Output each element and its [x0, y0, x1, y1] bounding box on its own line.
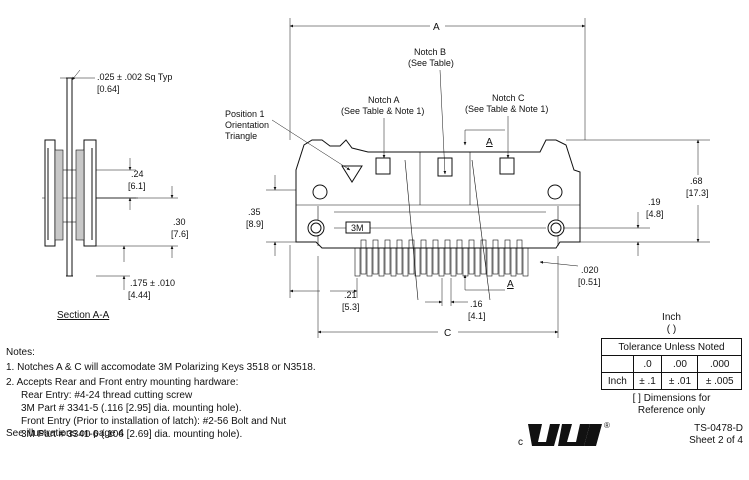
notch-a-note: (See Table & Note 1) — [341, 106, 424, 116]
sheet-number: Sheet 2 of 4 — [689, 435, 743, 446]
tolerance-corner — [601, 355, 634, 373]
dim-068-label: .68 — [690, 176, 703, 186]
note-rear-entry: Rear Entry: #4-24 thread cutting screw — [21, 390, 193, 401]
pin-size-mm: [0.64] — [97, 84, 120, 94]
notes-heading: Notes: — [6, 347, 35, 358]
tolerance-value: ± .005 — [697, 372, 742, 390]
pin-row — [354, 239, 529, 277]
dim-0020-mm: [0.51] — [578, 277, 601, 287]
tolerance-footnote: [ ] Dimensions for — [632, 393, 711, 404]
tolerance-block: Inch ( ) Tolerance Unless Noted .0 .00 .… — [601, 312, 742, 417]
ul-reg-mark: ® — [604, 421, 610, 430]
dim-068-mm: [17.3] — [686, 188, 709, 198]
notch-c-note: (See Table & Note 1) — [465, 104, 548, 114]
notch-c-label: Notch C — [492, 93, 525, 103]
ul-recognized-logo: c ® — [518, 421, 610, 448]
section-label: Section A-A — [57, 310, 110, 321]
dim-021-label: .21 — [344, 290, 357, 300]
front-view: A 3M — [225, 18, 710, 339]
note-2: 2. Accepts Rear and Front entry mounting… — [6, 377, 239, 388]
note-front-part: 3M Part # 3341-6 (.106 [2.69] dia. mount… — [21, 429, 243, 440]
notch-b-note: (See Table) — [408, 58, 454, 68]
tolerance-unit: Inch — [662, 312, 681, 323]
notes: Notes: 1. Notches A & C will accomodate … — [6, 346, 316, 441]
dim-0175-mm: [4.44] — [128, 290, 151, 300]
tolerance-title: Tolerance Unless Noted — [601, 338, 742, 356]
dim-030-mm: [7.6] — [171, 229, 189, 239]
position1-label-3: Triangle — [225, 131, 257, 141]
note-rear-part: 3M Part # 3341-5 (.116 [2.95] dia. mount… — [21, 403, 242, 414]
position1-label-2: Orientation — [225, 120, 269, 130]
dim-016-label: .16 — [470, 299, 483, 309]
tolerance-value: ± .01 — [661, 372, 699, 390]
tolerance-header: .000 — [697, 355, 742, 373]
document-number: TS-0478-D — [694, 423, 743, 434]
document-number-block: TS-0478-D Sheet 2 of 4 — [689, 423, 743, 447]
brand-mark: 3M — [351, 223, 364, 233]
tolerance-row-label: Inch — [601, 372, 634, 390]
tolerance-header: .00 — [661, 355, 699, 373]
see-illustrations: See illustrations on page 4 — [6, 428, 124, 439]
notch-b-label: Notch B — [414, 47, 446, 57]
dim-024-label: .24 — [131, 169, 144, 179]
tolerance-unit-paren: ( ) — [666, 324, 677, 335]
tolerance-header: .0 — [632, 355, 663, 373]
dim-0175-label: .175 ± .010 — [130, 278, 175, 288]
section-view: .025 ± .002 Sq Typ [0.64] .24 [6.1] .30 … — [42, 69, 189, 321]
ul-c-mark: c — [518, 437, 523, 448]
dim-019-label: .19 — [648, 197, 661, 207]
dim-035-mm: [8.9] — [246, 219, 264, 229]
dim-0020-label: .020 — [581, 265, 599, 275]
dim-019-mm: [4.8] — [646, 209, 664, 219]
dim-a-label: A — [433, 22, 440, 33]
note-front-entry: Front Entry (Prior to installation of la… — [21, 416, 287, 427]
note-1: 1. Notches A & C will accomodate 3M Pola… — [6, 362, 316, 373]
dim-016-mm: [4.1] — [468, 311, 486, 321]
dim-021-mm: [5.3] — [342, 302, 360, 312]
notch-a-label: Notch A — [368, 95, 400, 105]
dim-030-label: .30 — [173, 217, 186, 227]
tolerance-footnote-2: Reference only — [637, 405, 706, 416]
dim-024-mm: [6.1] — [128, 181, 146, 191]
section-cut-bottom: A — [507, 279, 514, 290]
pin-size-label: .025 ± .002 Sq Typ — [97, 72, 172, 82]
dim-c-label: C — [444, 328, 451, 339]
tolerance-value: ± .1 — [632, 372, 663, 390]
section-cut-top: A — [486, 137, 493, 148]
dim-035-label: .35 — [248, 207, 261, 217]
tolerance-table: Tolerance Unless Noted .0 .00 .000 Inch … — [601, 338, 742, 390]
position1-label: Position 1 — [225, 109, 265, 119]
